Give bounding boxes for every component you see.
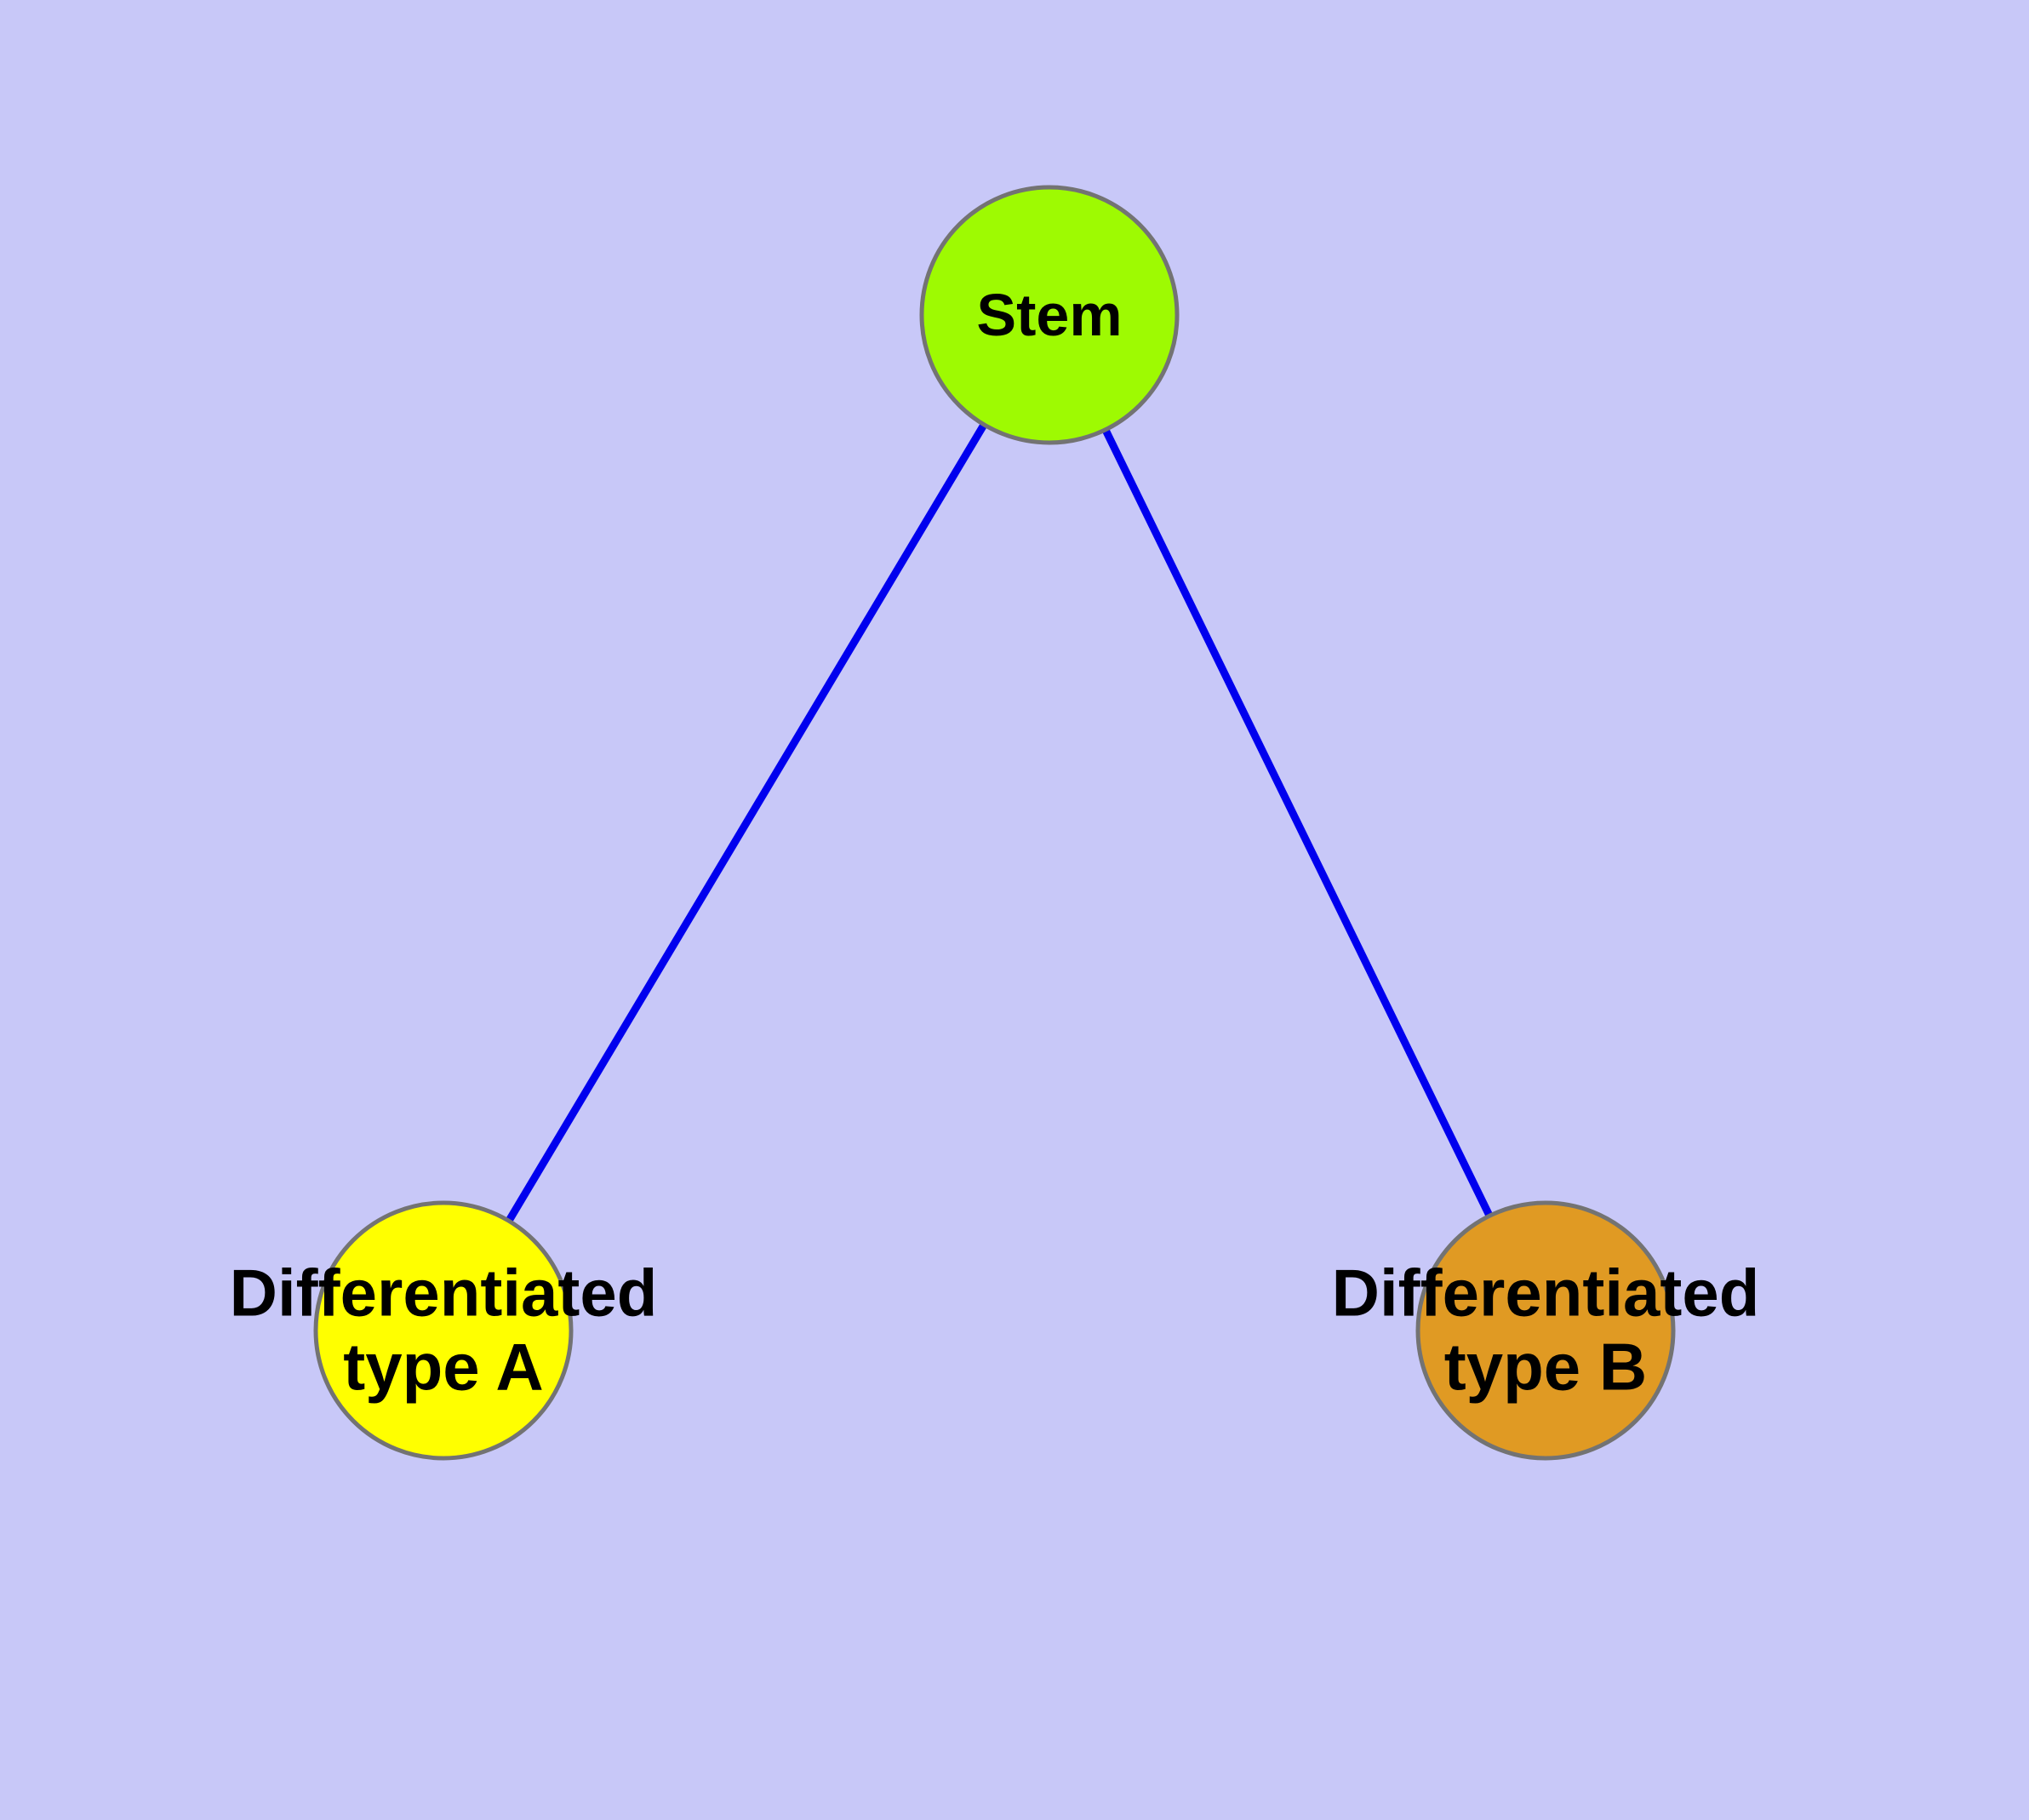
node-layer — [313, 185, 1676, 1461]
node-differentiated-type-b[interactable] — [1415, 1200, 1676, 1461]
node-differentiated-type-a[interactable] — [313, 1200, 574, 1461]
edge-stem-to-differentiated-type-a[interactable] — [506, 422, 987, 1223]
edge-stem-to-differentiated-type-b[interactable] — [1101, 427, 1494, 1218]
node-stem[interactable] — [919, 185, 1180, 445]
edge-layer — [506, 422, 1494, 1223]
